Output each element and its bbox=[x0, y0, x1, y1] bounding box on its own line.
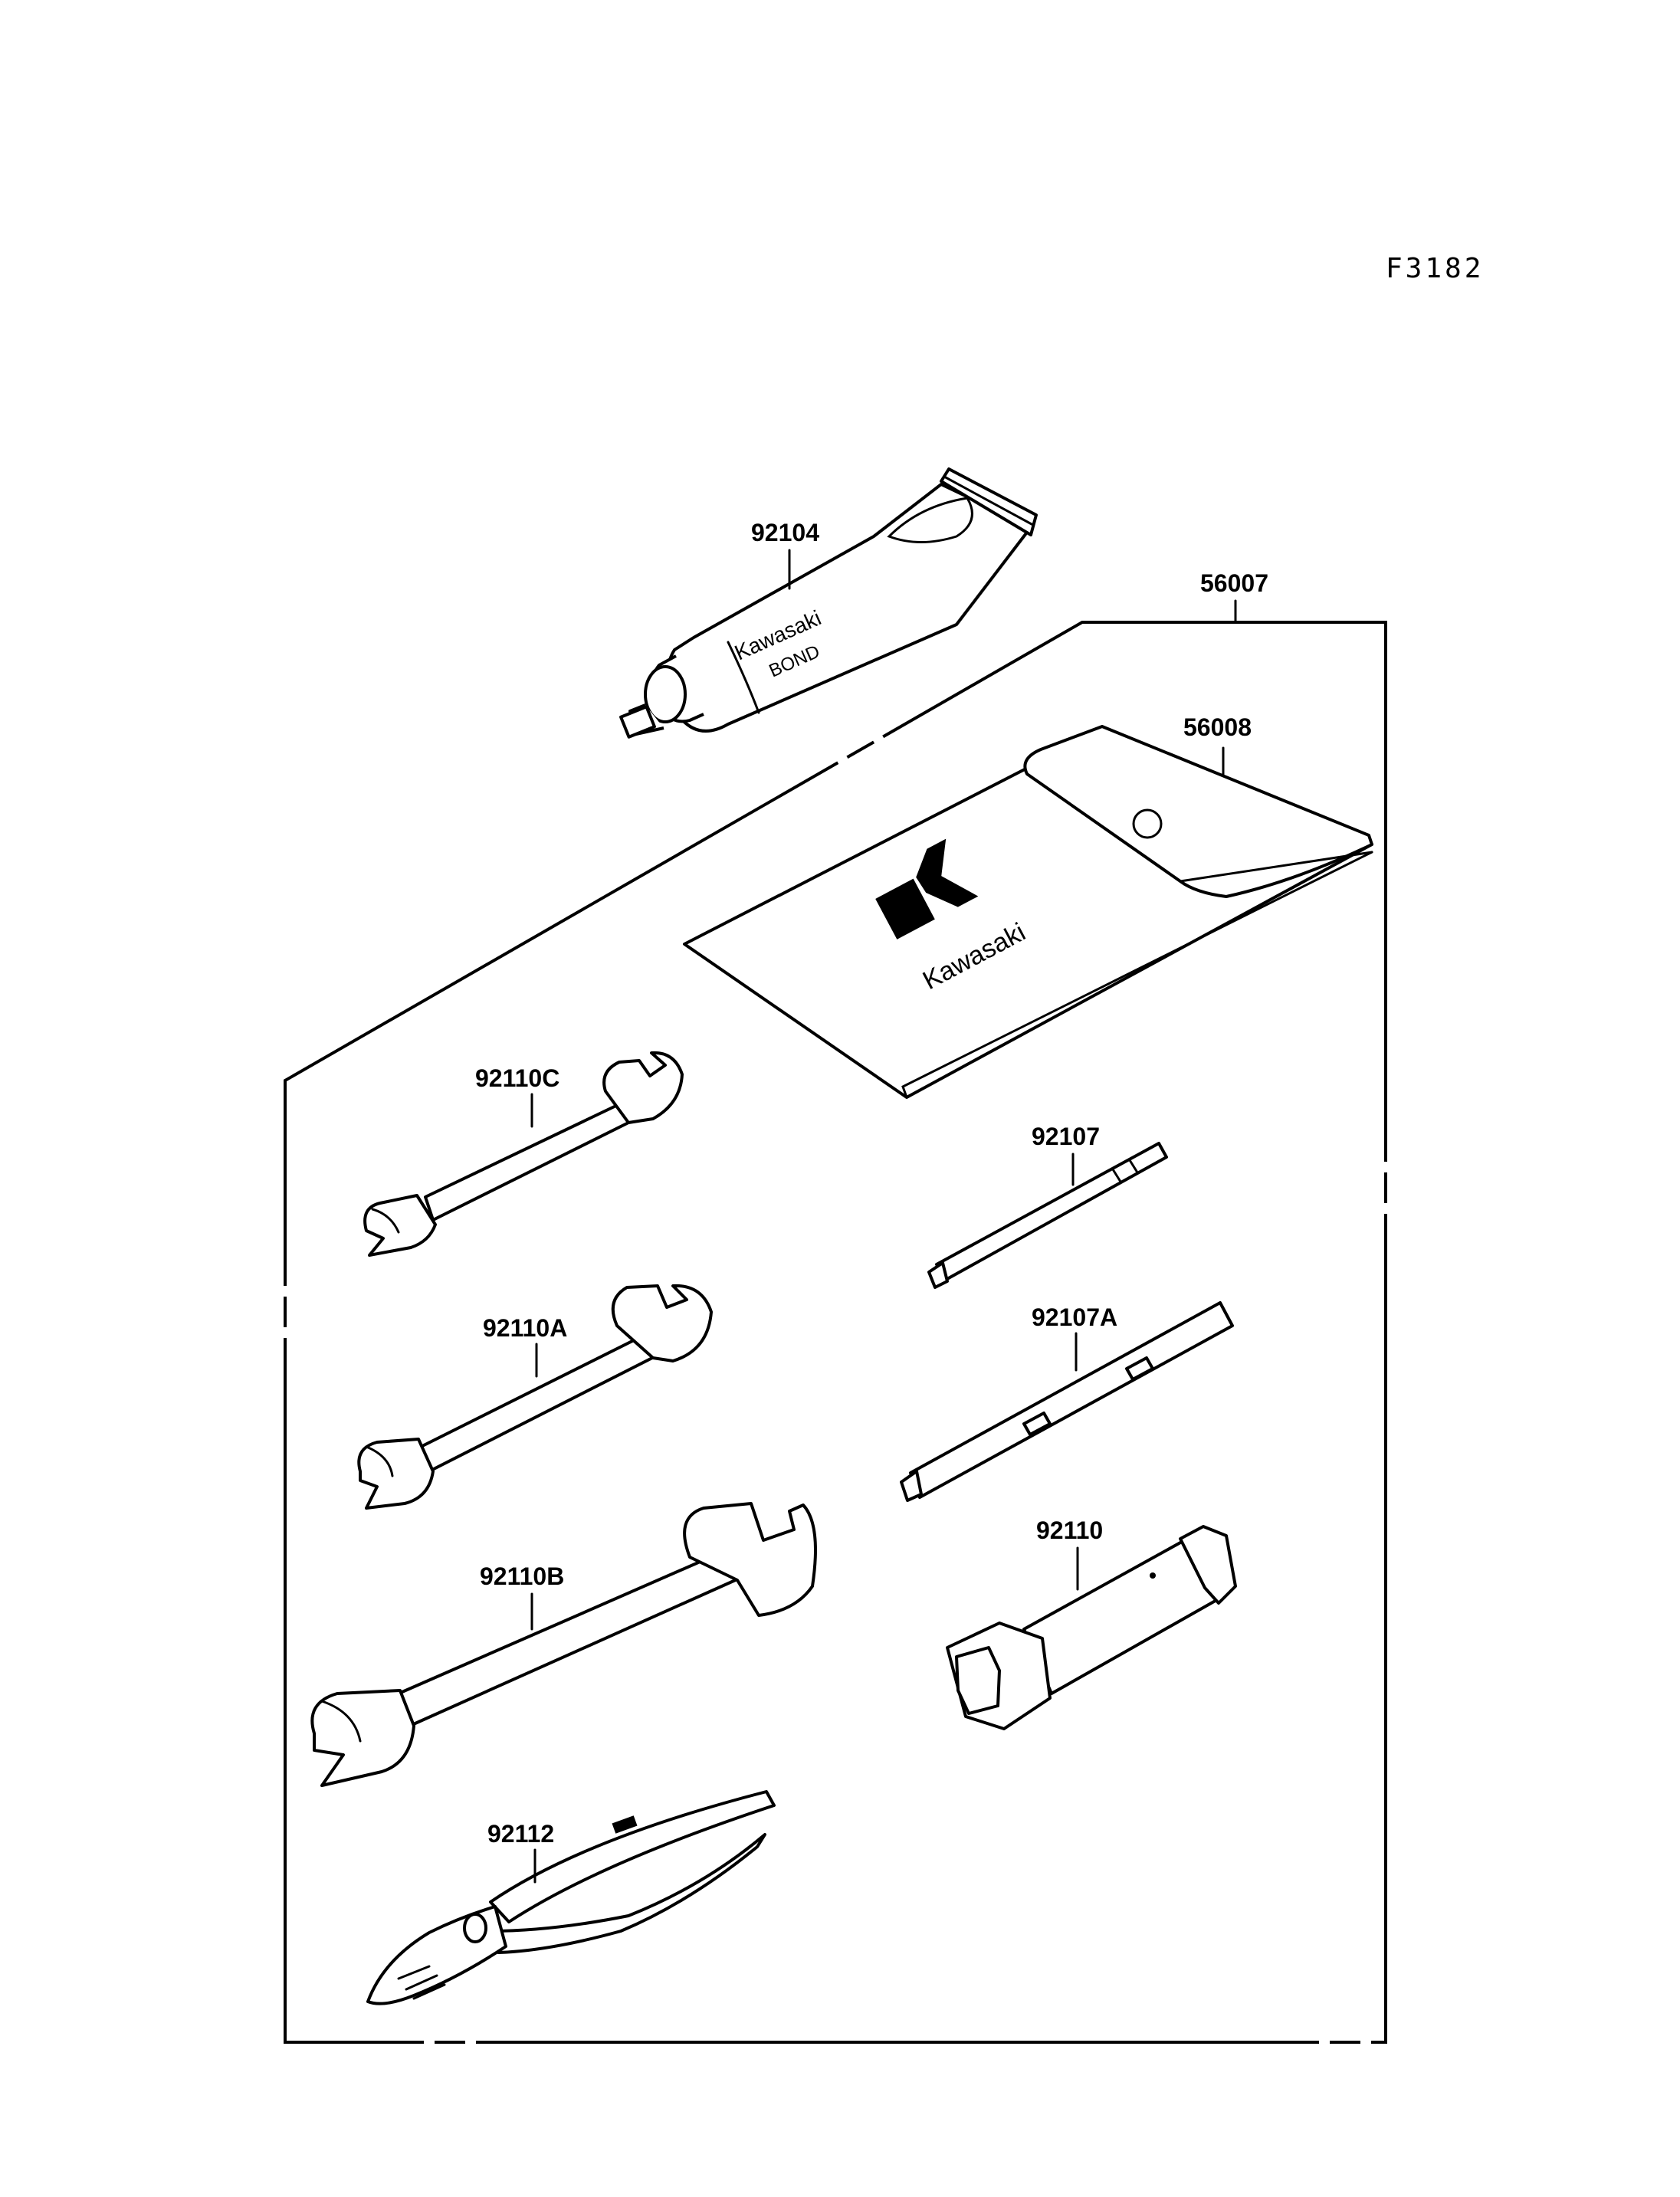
label-pliers: 92112 bbox=[487, 1820, 554, 1848]
tool-kit-frame bbox=[284, 621, 1387, 2044]
label-screwdriver-handle: 92107A bbox=[1032, 1303, 1117, 1331]
label-wrench-large: 92110B bbox=[480, 1562, 564, 1590]
kawasaki-logo-icon bbox=[875, 838, 979, 939]
screwdriver-bit-icon bbox=[927, 1142, 1168, 1289]
label-tool-kit: 56007 bbox=[1200, 569, 1268, 597]
label-tool-case: 56008 bbox=[1183, 713, 1252, 741]
open-end-wrench-icon bbox=[363, 1051, 684, 1257]
open-end-wrench-icon bbox=[310, 1502, 817, 1787]
label-wrench-medium: 92110A bbox=[483, 1314, 567, 1342]
label-wrench-small: 92110C bbox=[475, 1064, 559, 1092]
label-bond-tube: 92104 bbox=[751, 519, 819, 546]
label-plug-wrench: 92110 bbox=[1036, 1517, 1103, 1544]
figure-code: F3182 bbox=[1386, 253, 1484, 284]
open-end-wrench-icon bbox=[357, 1284, 713, 1510]
screwdriver-handle-icon bbox=[900, 1301, 1234, 1502]
tool-case-icon bbox=[683, 725, 1373, 1099]
plug-socket-wrench-icon bbox=[946, 1525, 1237, 1730]
bond-tube-icon: Kawasaki BOND bbox=[619, 467, 1038, 739]
pliers-icon bbox=[366, 1790, 776, 2005]
label-screwdriver-bit: 92107 bbox=[1032, 1123, 1100, 1150]
